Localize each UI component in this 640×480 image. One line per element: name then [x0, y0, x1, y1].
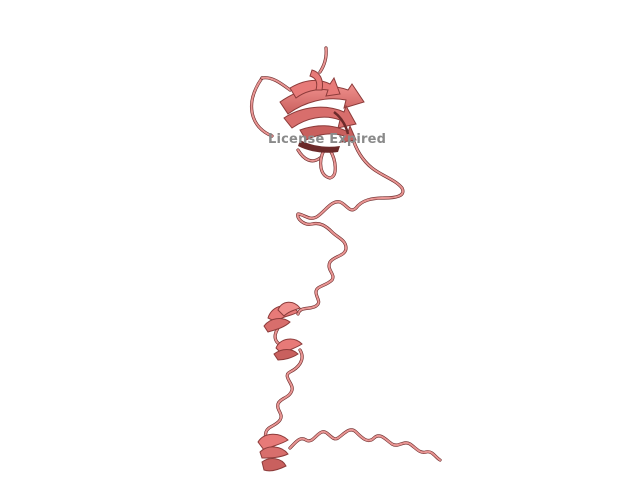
coil-segment	[296, 135, 404, 315]
coil-segment	[297, 149, 321, 162]
beta-strand-edge	[298, 140, 340, 153]
helix-bottom	[257, 433, 289, 472]
beta-sheet-domain	[279, 69, 365, 153]
coil-segment	[296, 134, 405, 316]
beta-strand	[309, 69, 323, 91]
beta-strand	[299, 124, 357, 143]
coil-segment	[288, 428, 442, 462]
helix-middle	[263, 301, 301, 333]
coil-segment	[249, 76, 274, 138]
beta-strand-edge	[333, 111, 350, 135]
helix-lower	[273, 338, 303, 361]
coil-segment	[261, 76, 291, 91]
helix-turn	[263, 318, 291, 333]
helix-turn	[259, 446, 289, 459]
helix-turn	[273, 349, 299, 361]
coil-segment	[319, 149, 337, 179]
coil-segment	[250, 77, 273, 137]
beta-strand	[289, 76, 341, 99]
coil-segment	[319, 47, 328, 73]
helix-turn	[277, 301, 301, 317]
coil-segment	[263, 349, 304, 447]
helix-turn	[261, 458, 287, 472]
coil-segment	[289, 428, 441, 461]
beta-strand	[283, 104, 357, 129]
